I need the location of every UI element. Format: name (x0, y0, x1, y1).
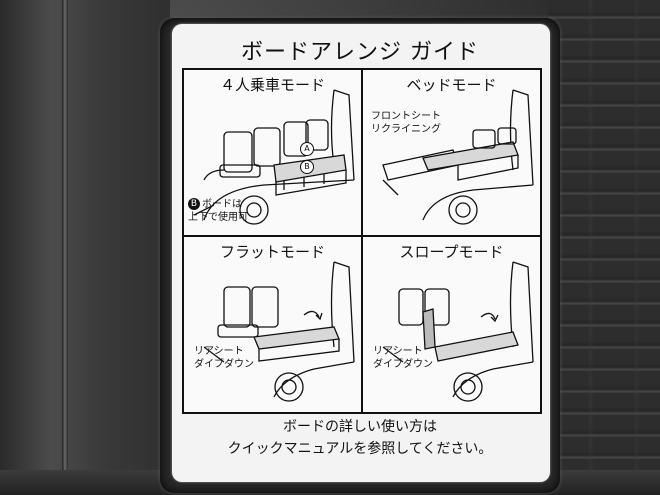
note-line-1: リアシート (194, 346, 244, 357)
panel-title: ４人乗車モード (219, 76, 325, 94)
note-line-1: ボードは (202, 199, 242, 210)
label-footer: ボードの詳しい使い方は クイックマニュアルを参照してください。 (182, 416, 538, 460)
note-line-1: リアシート (373, 346, 423, 357)
note-line-2: ダイブダウン (194, 359, 254, 370)
rear-seat-note: リアシート ダイブダウン (373, 345, 433, 371)
board-b-badge: B (188, 198, 200, 210)
door-panel (0, 0, 170, 495)
slope-mode-illustration (382, 261, 534, 402)
bed-mode-illustration (382, 89, 534, 225)
panel-title: スロープモード (399, 243, 504, 261)
note-line-1: フロントシート (371, 111, 441, 122)
mode-grid: ４人乗車モード (182, 68, 542, 414)
recline-note: フロントシート リクライニング (371, 110, 441, 136)
board-arrange-guide-label: ボードアレンジ ガイド ４人乗車モード (172, 24, 550, 482)
panel-four-seat-mode: ４人乗車モード (184, 70, 361, 235)
flat-mode-illustration (203, 261, 355, 402)
panel-slope-mode: スロープモード リアシート (363, 237, 540, 402)
grid-horizontal-divider (184, 235, 540, 237)
panel-flat-mode: フラットモード リア (184, 237, 361, 402)
note-line-2: 上下で使用可 (188, 212, 248, 223)
ribbed-floor-mat (548, 0, 660, 495)
footer-line-2: クイックマニュアルを参照してください。 (227, 441, 493, 457)
panel-title: ベッドモード (406, 76, 497, 94)
label-title: ボードアレンジ ガイド (241, 40, 479, 65)
door-edge (62, 0, 68, 495)
marker-a: A (300, 142, 314, 156)
grid-vertical-divider (361, 70, 363, 412)
note-line-2: ダイブダウン (373, 359, 433, 370)
panel-title: フラットモード (219, 243, 325, 261)
rear-seat-note: リアシート ダイブダウン (194, 345, 254, 371)
note-line-2: リクライニング (371, 124, 441, 135)
marker-b: B (300, 160, 314, 174)
panel-bed-mode: ベッドモード フロントシート リクライニング (363, 70, 540, 235)
footer-line-1: ボードの詳しい使い方は (283, 419, 437, 435)
